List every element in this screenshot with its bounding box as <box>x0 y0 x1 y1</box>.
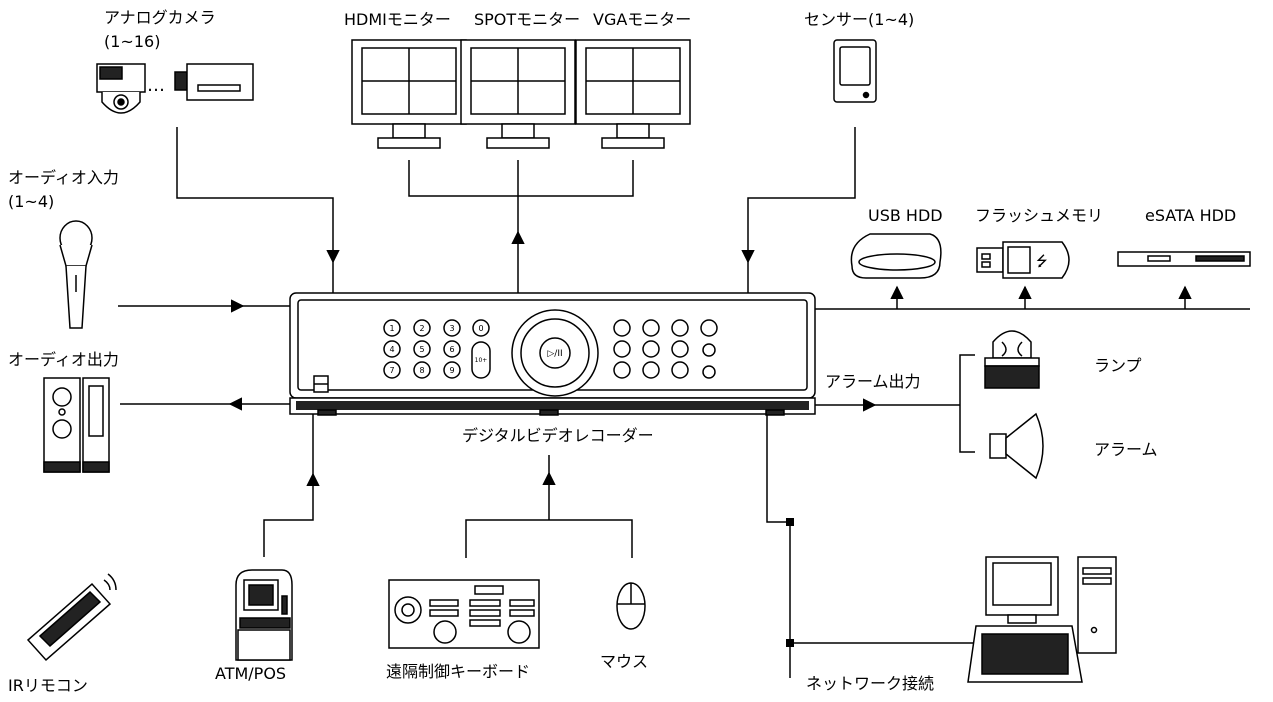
atm-icon <box>235 569 293 661</box>
siren-icon <box>989 412 1044 480</box>
hdmi-monitor-label: HDMIモニター <box>344 10 451 29</box>
sensor-label: センサー(1~4) <box>804 10 915 29</box>
remote-icon <box>26 573 117 662</box>
vga-monitor-label: VGAモニター <box>593 10 692 29</box>
camera-icon <box>96 63 254 114</box>
monitor-icon-spot <box>460 39 576 149</box>
monitor-icon-vga <box>575 39 691 149</box>
monitor-icon-hdmi <box>351 39 467 149</box>
speaker-icon <box>43 377 110 473</box>
controller-keyboard-icon <box>388 579 540 649</box>
analog-camera-label: アナログカメラ <box>104 8 216 27</box>
usb-hdd-icon <box>850 233 942 279</box>
atm-pos-label: ATM/POS <box>215 664 287 683</box>
jog-center: ▷/II <box>547 349 562 359</box>
usb-symbol-icon: ⭍ <box>1036 254 1048 270</box>
remote-keyboard-label: 遠隔制御キーボード <box>386 662 531 681</box>
key-8: 8 <box>419 366 424 375</box>
key-5: 5 <box>419 345 424 354</box>
mouse-label: マウス <box>600 652 649 671</box>
esata-hdd-icon <box>1117 251 1251 267</box>
key-10plus: 10+ <box>475 357 488 364</box>
esata-hdd-label: eSATA HDD <box>1145 206 1237 225</box>
analog-camera-range: (1~16) <box>104 32 161 51</box>
key-6: 6 <box>449 345 454 354</box>
key-1: 1 <box>389 324 394 333</box>
camera-ellipsis: … <box>147 75 165 96</box>
dvr-device: 1 2 3 4 5 6 7 8 9 0 10+ ▷/II <box>289 292 816 416</box>
audio-in-label: オーディオ入力 <box>8 168 119 187</box>
sensor-icon <box>833 39 877 103</box>
flash-memory-label: フラッシュメモリ <box>975 206 1104 225</box>
key-7: 7 <box>389 366 394 375</box>
spot-monitor-label: SPOTモニター <box>474 10 581 29</box>
key-4: 4 <box>389 345 394 354</box>
audio-out-label: オーディオ出力 <box>8 350 119 369</box>
microphone-icon <box>59 220 93 329</box>
alarm-output-label: アラーム出力 <box>825 372 921 391</box>
flash-memory-icon <box>976 241 1070 279</box>
alarm-label: アラーム <box>1094 440 1158 459</box>
ir-remote-label: IRリモコン <box>8 676 88 695</box>
computer-icon <box>967 556 1117 683</box>
lamp-label: ランプ <box>1094 356 1142 375</box>
dvr-label: デジタルビデオレコーダー <box>462 426 654 445</box>
key-9: 9 <box>449 366 454 375</box>
key-0: 0 <box>478 324 483 333</box>
mouse-icon <box>616 582 646 630</box>
key-2: 2 <box>419 324 424 333</box>
audio-in-range: (1~4) <box>8 192 55 211</box>
lamp-icon <box>984 330 1040 389</box>
key-3: 3 <box>449 324 454 333</box>
network-label: ネットワーク接続 <box>806 674 935 693</box>
usb-hdd-label: USB HDD <box>868 206 943 225</box>
